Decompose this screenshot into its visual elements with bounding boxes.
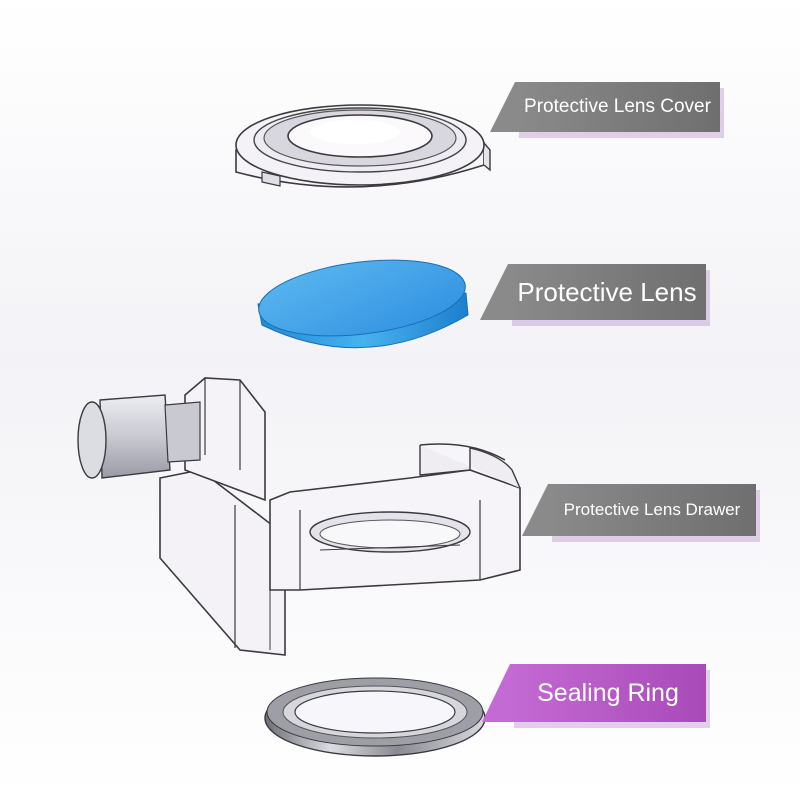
lens-cover-pointer [490,82,515,132]
protective-lens-cover-part [235,104,491,188]
drawer-pointer [522,484,548,536]
drawer-label: Protective Lens Drawer [548,484,756,536]
lens-pointer [480,264,508,320]
sealing-ring-label: Sealing Ring [510,664,706,722]
sealing-ring-pointer [482,664,510,722]
lens-label: Protective Lens [508,264,706,320]
protective-lens-part [257,259,469,349]
protective-lens-drawer-part [77,377,521,656]
sealing-ring-part [264,677,486,757]
lens-cover-label: Protective Lens Cover [515,82,720,132]
